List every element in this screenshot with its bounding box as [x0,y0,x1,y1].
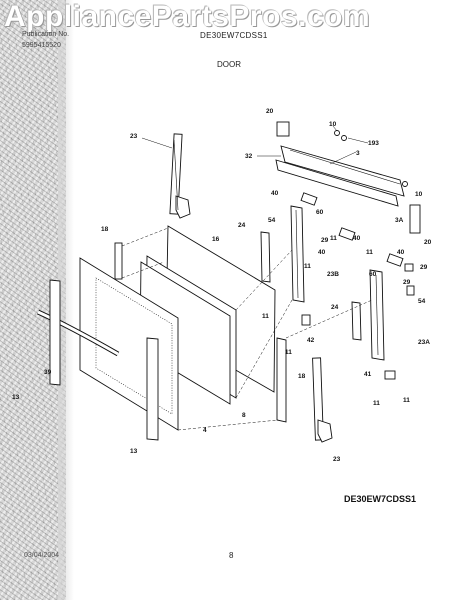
callout-13-left: 13 [12,394,20,401]
callout-23a: 23A [418,339,430,346]
callout-20: 20 [266,108,274,115]
side-strip-13-bottom [146,337,159,441]
section-title: DOOR [217,60,241,69]
callout-10: 10 [329,121,337,128]
callout-54-b: 54 [418,298,426,305]
callout-11-f: 11 [373,400,380,407]
bracket-20-top [276,121,290,137]
callout-32: 32 [245,153,253,160]
callout-40-a: 40 [271,190,279,197]
watermark: AppliancePartsPros.com [4,0,371,33]
clip-40-a [300,192,318,206]
model-number-footer: DE30EW7CDSS1 [344,494,417,504]
publication-number: 5995415520 [22,42,61,49]
channel-23a [369,269,385,361]
callout-54-a: 54 [268,217,276,224]
callout-29-a: 29 [321,237,329,244]
callout-23: 23 [130,133,138,140]
part-54 [406,285,415,296]
callout-4: 4 [203,427,207,434]
callout-3: 3 [356,150,360,157]
clip-40-b [338,227,356,241]
callout-20-right: 20 [424,239,432,246]
callout-18-bottom: 18 [298,373,306,380]
side-strip-13-left [49,279,61,386]
callout-193: 193 [368,140,379,147]
callout-11-e: 11 [285,349,292,356]
page-number: 8 [229,551,234,560]
part-29 [404,263,414,272]
callout-11-c: 11 [366,249,373,256]
callout-40-d: 40 [397,249,405,256]
callout-18-left: 18 [101,226,109,233]
bracket-20-right [409,204,421,234]
screw-10-top [334,130,340,136]
side-trim-24-left [260,231,271,283]
callout-29-c: 29 [403,279,411,286]
clip-40-c [386,253,404,267]
top-trim-rail [275,145,405,207]
callout-42: 42 [307,337,315,344]
publication-label: Publication No. [22,31,70,38]
callout-11-g: 11 [403,397,410,404]
leader-3 [329,151,357,165]
screw-193 [341,135,347,141]
callout-40-c: 40 [318,249,326,256]
leader-23-top [141,137,173,149]
screw-10-right [402,181,408,187]
baffle-18-left [114,242,123,280]
callout-23b: 23B [327,271,339,278]
publication-date: 03/04/2004 [24,552,60,559]
callout-16: 16 [212,236,220,243]
callout-23-bottom: 23 [333,456,341,463]
hinge-23-top [169,133,191,219]
callout-8: 8 [242,412,246,419]
callout-11-b: 11 [304,263,311,270]
callout-3a: 3A [395,217,404,224]
model-number-header: DE30EW7CDSS1 [200,31,268,40]
callout-41: 41 [364,371,372,378]
callout-60-a: 60 [316,209,324,216]
callout-11-a: 11 [330,235,337,242]
callout-39: 39 [44,369,52,376]
callout-11-d: 11 [262,313,269,320]
part-41 [384,370,396,380]
callout-13-bottom: 13 [130,448,138,455]
callout-10-right: 10 [415,191,423,198]
hinge-23-bottom [312,357,333,443]
baffle-18-bottom [276,337,287,423]
part-42 [301,314,311,326]
channel-23b [290,205,305,303]
callout-60-b: 60 [369,271,377,278]
callout-29-b: 29 [420,264,428,271]
side-trim-24-right [351,301,362,341]
callout-24-b: 24 [331,304,339,311]
callout-24-a: 24 [238,222,246,229]
callout-40-b: 40 [353,235,361,242]
